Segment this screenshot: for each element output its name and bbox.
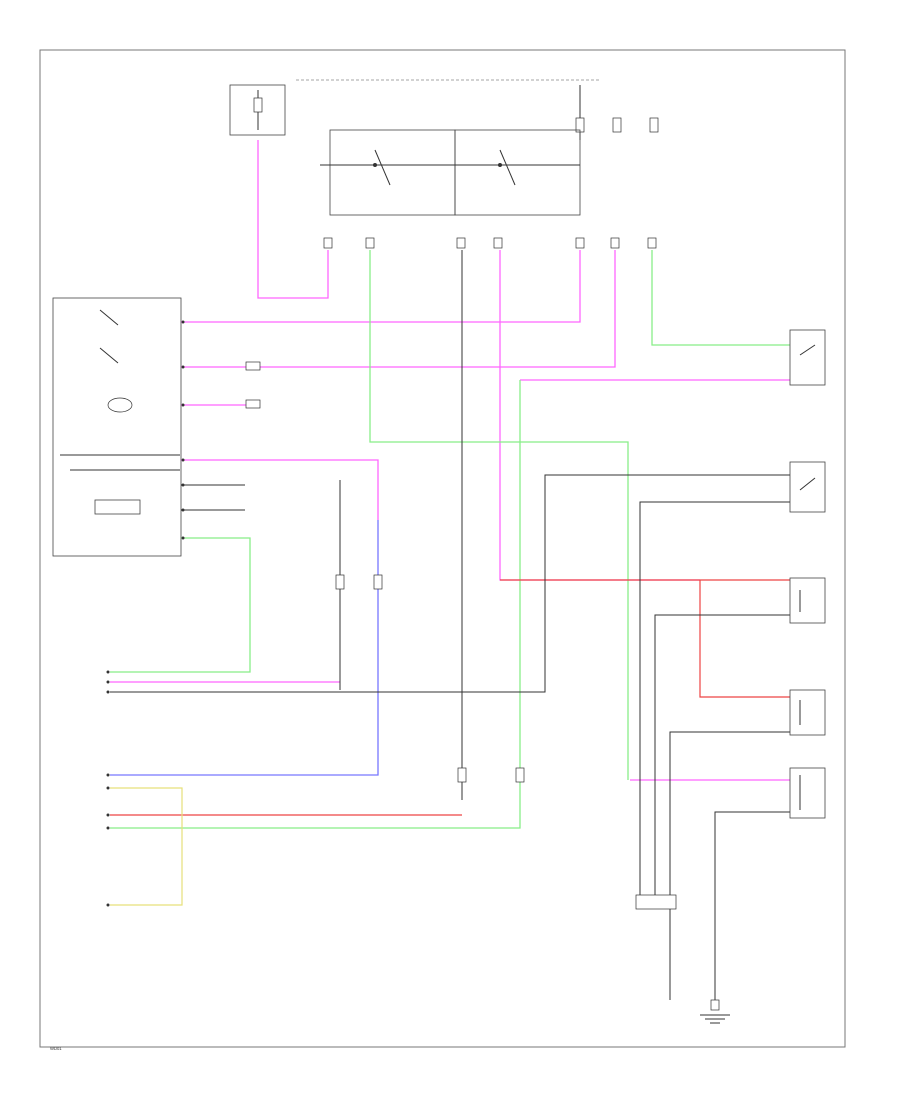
footer-code: WD01 <box>50 1046 62 1051</box>
switch-right-5 <box>789 767 826 819</box>
wire-black-3 <box>639 501 790 900</box>
wire-pink-1 <box>257 140 329 299</box>
switch-right-3 <box>789 577 826 624</box>
wire-green-4 <box>110 380 521 829</box>
wire-yellow-1 <box>110 787 183 906</box>
inline-connectors <box>245 361 720 1011</box>
wire-green-2 <box>651 250 790 346</box>
wire-black-2 <box>110 474 790 693</box>
switch-module-left <box>52 297 182 557</box>
wire-pink-3 <box>181 250 616 368</box>
wire-pink-2 <box>181 250 581 323</box>
diagram-frame <box>39 49 846 1048</box>
wire-blue-1 <box>110 520 379 776</box>
switch-right-1 <box>789 329 826 386</box>
wire-red-2 <box>699 580 790 698</box>
wire-black-5 <box>669 731 790 1000</box>
terminal-pins <box>106 320 185 907</box>
switch-right-4 <box>789 689 826 736</box>
wire-pink-5 <box>181 459 379 520</box>
wire-black-6 <box>714 811 790 1000</box>
wire-green-3 <box>110 537 251 673</box>
fuse-box-left <box>229 84 286 136</box>
switch-block-center <box>320 129 581 216</box>
wire-pink-9 <box>499 250 700 581</box>
switch-right-2 <box>789 461 826 513</box>
wire-black-4 <box>654 614 790 900</box>
fuse-box-right <box>575 85 659 140</box>
block-connectors <box>323 237 657 249</box>
ground-symbol <box>700 1014 730 1024</box>
wire-green-1 <box>369 250 629 780</box>
